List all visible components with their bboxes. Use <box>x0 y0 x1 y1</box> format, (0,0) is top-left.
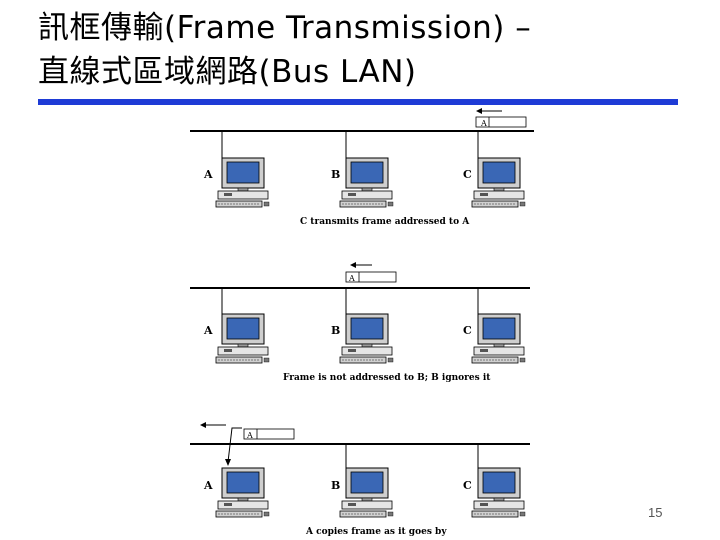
panel-caption: C transmits frame addressed to A <box>300 217 470 227</box>
panel-2: A A B C Frame is not addressed to B; B i… <box>190 262 530 383</box>
station-label-b: B <box>331 479 340 492</box>
computer-workstation-icon <box>215 313 270 364</box>
panel-caption: A copies frame as it goes by <box>305 527 447 537</box>
frame-label: A <box>480 119 487 128</box>
computer-workstation-icon <box>339 467 394 518</box>
panel-caption: Frame is not addressed to B; B ignores i… <box>283 373 491 383</box>
station-label-a: A <box>203 324 213 337</box>
frame-packet: A <box>345 262 397 283</box>
frame-packet: A <box>475 108 527 128</box>
frame-label: A <box>246 431 253 440</box>
computer-workstation-icon <box>215 467 270 518</box>
panel-3: A A B C A copies frame as it goes by <box>190 422 530 537</box>
slide-title: 訊框傳輸(Frame Transmission) – 直線式區域網路(Bus L… <box>38 6 708 94</box>
computer-workstation-icon <box>471 467 526 518</box>
station-label-c: C <box>463 479 472 492</box>
station-label-b: B <box>331 168 340 181</box>
station-label-a: A <box>203 168 213 181</box>
frame-packet: A <box>200 422 295 466</box>
computer-workstation-icon <box>339 313 394 364</box>
computer-workstation-icon <box>339 157 394 208</box>
page-number: 15 <box>648 505 663 520</box>
station-label-c: C <box>463 324 472 337</box>
station-label-b: B <box>331 324 340 337</box>
computer-workstation-icon <box>471 313 526 364</box>
station-label-c: C <box>463 168 472 181</box>
computer-workstation-icon <box>471 157 526 208</box>
computer-workstation-icon <box>215 157 270 208</box>
slide-title-line-1: 訊框傳輸(Frame Transmission) – <box>38 10 532 46</box>
frame-label: A <box>348 274 355 283</box>
panel-1: A A B C C transmits frame addressed to A <box>190 108 534 227</box>
title-underline-bar <box>38 99 678 105</box>
slide-title-line-2: 直線式區域網路(Bus LAN) <box>38 54 417 90</box>
station-label-a: A <box>203 479 213 492</box>
